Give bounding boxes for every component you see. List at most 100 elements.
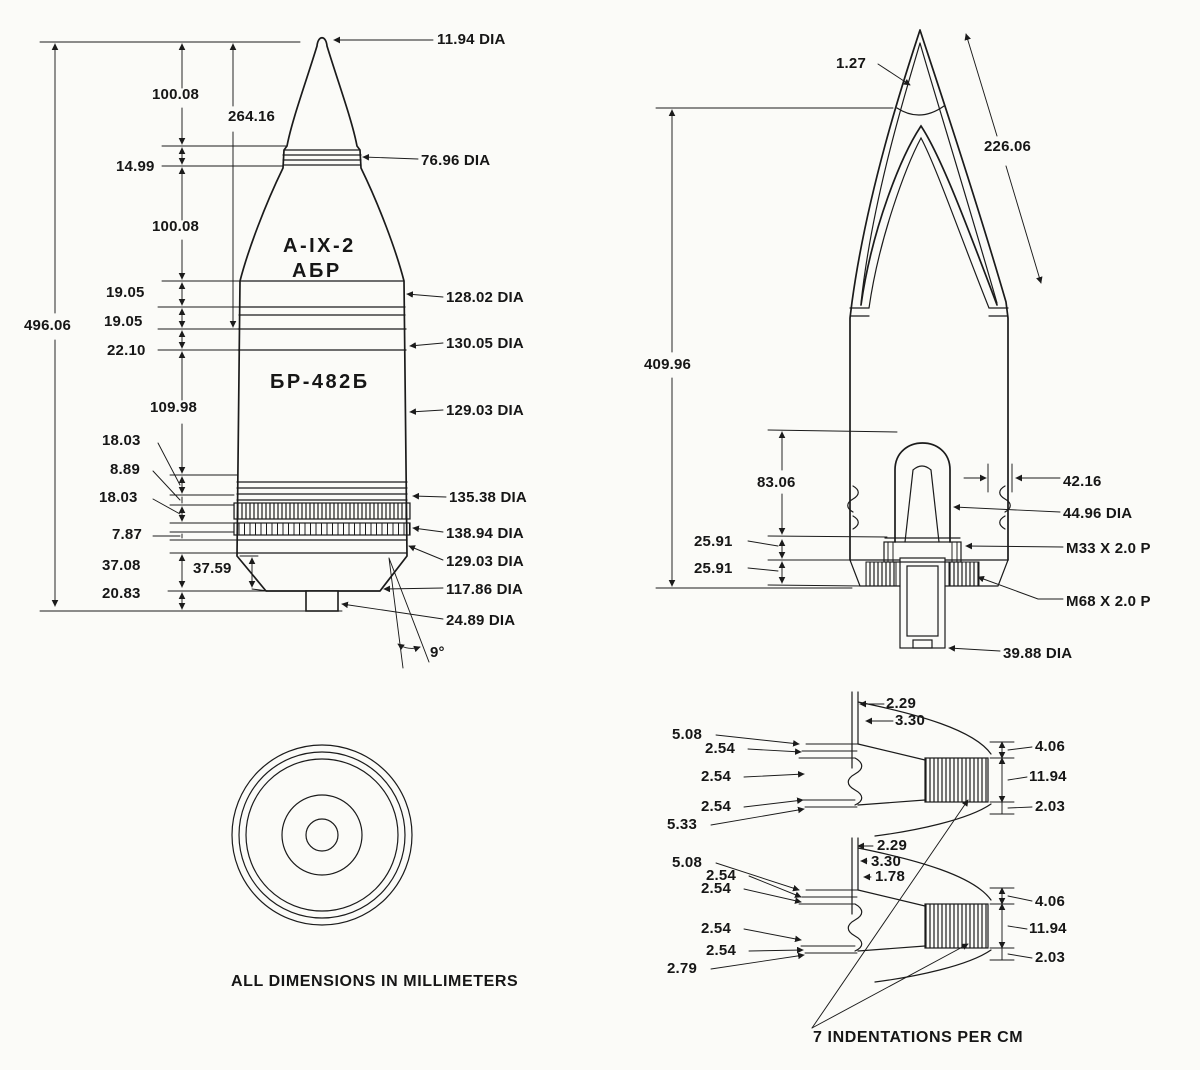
detail-label: 2.29 xyxy=(877,837,907,854)
detail-label: 5.08 xyxy=(672,726,702,743)
rear-circle xyxy=(245,758,399,912)
cap-inner-wall xyxy=(860,42,998,304)
band-sweep-curves xyxy=(857,701,992,837)
detail-leader xyxy=(715,734,800,747)
dim-label: 18.03 xyxy=(102,432,141,449)
tracer-housing-inner xyxy=(906,565,939,637)
detail-leader xyxy=(743,928,802,943)
thread-flange-ticks xyxy=(887,541,958,563)
tracer-dome xyxy=(894,442,951,543)
dia-leader xyxy=(412,525,444,533)
detail-label-leaders xyxy=(1007,746,1033,809)
detail-label: 3.30 xyxy=(871,853,901,870)
dim-label-overall: 496.06 xyxy=(24,317,71,334)
notes: ALL DIMENSIONS IN MILLIMETERS 7 INDENTAT… xyxy=(231,973,1023,1046)
dia-label: 130.05 DIA xyxy=(446,335,524,352)
dia-label-inner: 44.96 DIA xyxy=(1063,505,1132,522)
fuze-ring-lines xyxy=(282,149,362,166)
detail-label: 2.03 xyxy=(1035,798,1065,815)
detail-leader xyxy=(743,888,802,904)
boattail-angle-lines xyxy=(388,557,430,669)
dia-leader xyxy=(341,601,444,620)
detail-leader xyxy=(743,797,804,808)
dia-leader xyxy=(409,408,444,415)
dia-leader xyxy=(383,585,444,593)
dim-label: 8.89 xyxy=(110,461,140,478)
extension-lines xyxy=(39,41,343,612)
rear-circle-mid xyxy=(281,794,363,876)
dia-label: 128.02 DIA xyxy=(446,289,524,306)
detail-label: 2.03 xyxy=(1035,949,1065,966)
tracer-stub xyxy=(305,590,339,612)
band-bevels xyxy=(857,743,926,806)
shell-marking-code: АБР xyxy=(292,260,342,282)
detail-label: 2.54 xyxy=(705,740,735,757)
thread-m68-right xyxy=(948,561,980,587)
band-detail-labels: 2.29 3.30 5.08 2.54 2.54 2.54 5.33 4.06 … xyxy=(667,695,1067,977)
dim-label: 109.98 xyxy=(150,399,197,416)
rear-circle-center xyxy=(305,818,339,852)
tracer-housing-base xyxy=(912,639,933,649)
dia-leader xyxy=(408,545,444,561)
step-label-leaders xyxy=(747,540,779,572)
detail-label: 1.78 xyxy=(875,868,905,885)
rear-circle xyxy=(238,751,406,919)
detail-label: 2.54 xyxy=(701,880,731,897)
dim-label: 19.05 xyxy=(104,313,143,330)
dia-leader xyxy=(412,492,447,500)
side-view-labels: 496.06 264.16 100.08 14.99 100.08 19.05 … xyxy=(24,31,527,661)
dia-label: 135.38 DIA xyxy=(449,489,527,506)
dim-ogive-a xyxy=(964,33,998,137)
dim-label-wall: 1.27 xyxy=(836,55,866,72)
detail-label: 4.06 xyxy=(1035,738,1065,755)
small-dim-leaders xyxy=(152,442,181,537)
section-view xyxy=(847,29,1011,649)
indentations-note: 7 INDENTATIONS PER CM xyxy=(813,1029,1023,1046)
detail-leader xyxy=(747,748,802,755)
detail-label: 2.29 xyxy=(886,695,916,712)
dim-label: 14.99 xyxy=(116,158,155,175)
thread-large-leader xyxy=(977,575,1064,600)
detail-leader xyxy=(710,952,805,970)
thread-flange-m33 xyxy=(883,541,962,563)
tracer-frustum xyxy=(904,465,940,543)
side-view xyxy=(233,36,430,669)
detail-label: 11.94 xyxy=(1029,920,1067,937)
dim-label: 37.08 xyxy=(102,557,141,574)
band-seat-wave xyxy=(847,757,863,806)
body-groove-lines xyxy=(236,280,408,554)
dim-label-boattail: 37.59 xyxy=(193,560,232,577)
nose-arch-inner xyxy=(868,136,990,309)
inner-dia-leader xyxy=(953,503,1061,513)
band-knurl-block xyxy=(924,757,989,803)
thread-label-small: M33 X 2.0 P xyxy=(1066,540,1151,557)
detail-label: 2.54 xyxy=(701,798,731,815)
wall-leader xyxy=(877,63,911,86)
rear-circle-outer xyxy=(231,744,413,926)
band-detail-1-dimensions xyxy=(710,700,1033,826)
detail-leader xyxy=(748,946,804,954)
band-step-lines xyxy=(798,743,859,808)
dia-label: 76.96 DIA xyxy=(421,152,490,169)
dia-leader xyxy=(362,153,419,161)
dim-label-nose: 264.16 xyxy=(228,108,275,125)
band-seat-squiggles xyxy=(847,485,1011,530)
section-view-labels: 1.27 226.06 409.96 83.06 25.91 25.91 42.… xyxy=(644,55,1151,662)
shoulder-groove-lines xyxy=(849,307,1009,317)
cap-base-interface xyxy=(896,105,945,116)
detail-label: 2.79 xyxy=(667,960,697,977)
detail-label: 2.54 xyxy=(706,867,736,884)
indent-leader-lower xyxy=(811,943,969,1029)
rear-view xyxy=(231,744,413,926)
angle-label: 9° xyxy=(430,644,445,661)
dim-label-ogive: 226.06 xyxy=(984,138,1031,155)
detail-label: 4.06 xyxy=(1035,893,1065,910)
units-note: ALL DIMENSIONS IN MILLIMETERS xyxy=(231,973,518,990)
dia-label: 138.94 DIA xyxy=(446,525,524,542)
dim-label: 22.10 xyxy=(107,342,146,359)
dim-label-length: 409.96 xyxy=(644,356,691,373)
detail-leader xyxy=(743,770,805,778)
dim-label-step: 25.91 xyxy=(694,533,733,550)
dim-label: 100.08 xyxy=(152,86,199,103)
